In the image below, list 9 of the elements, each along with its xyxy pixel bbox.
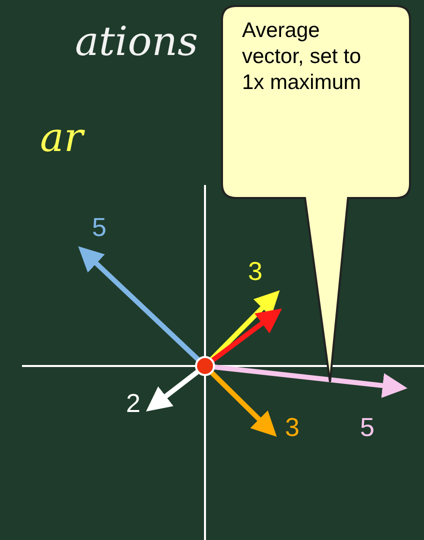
magnitude-label: 2: [126, 390, 140, 416]
magnitude-label: 3: [248, 258, 262, 284]
heading-fragment: ar: [40, 118, 83, 158]
magnitude-label: 3: [285, 414, 300, 440]
callout-text: Average vector, set to 1x maximum: [242, 18, 362, 96]
magnitude-label: 5: [360, 414, 374, 440]
heading-fragment: ations: [75, 22, 198, 62]
callout-bubble: [220, 4, 412, 384]
magnitude-label: 5: [92, 214, 106, 240]
